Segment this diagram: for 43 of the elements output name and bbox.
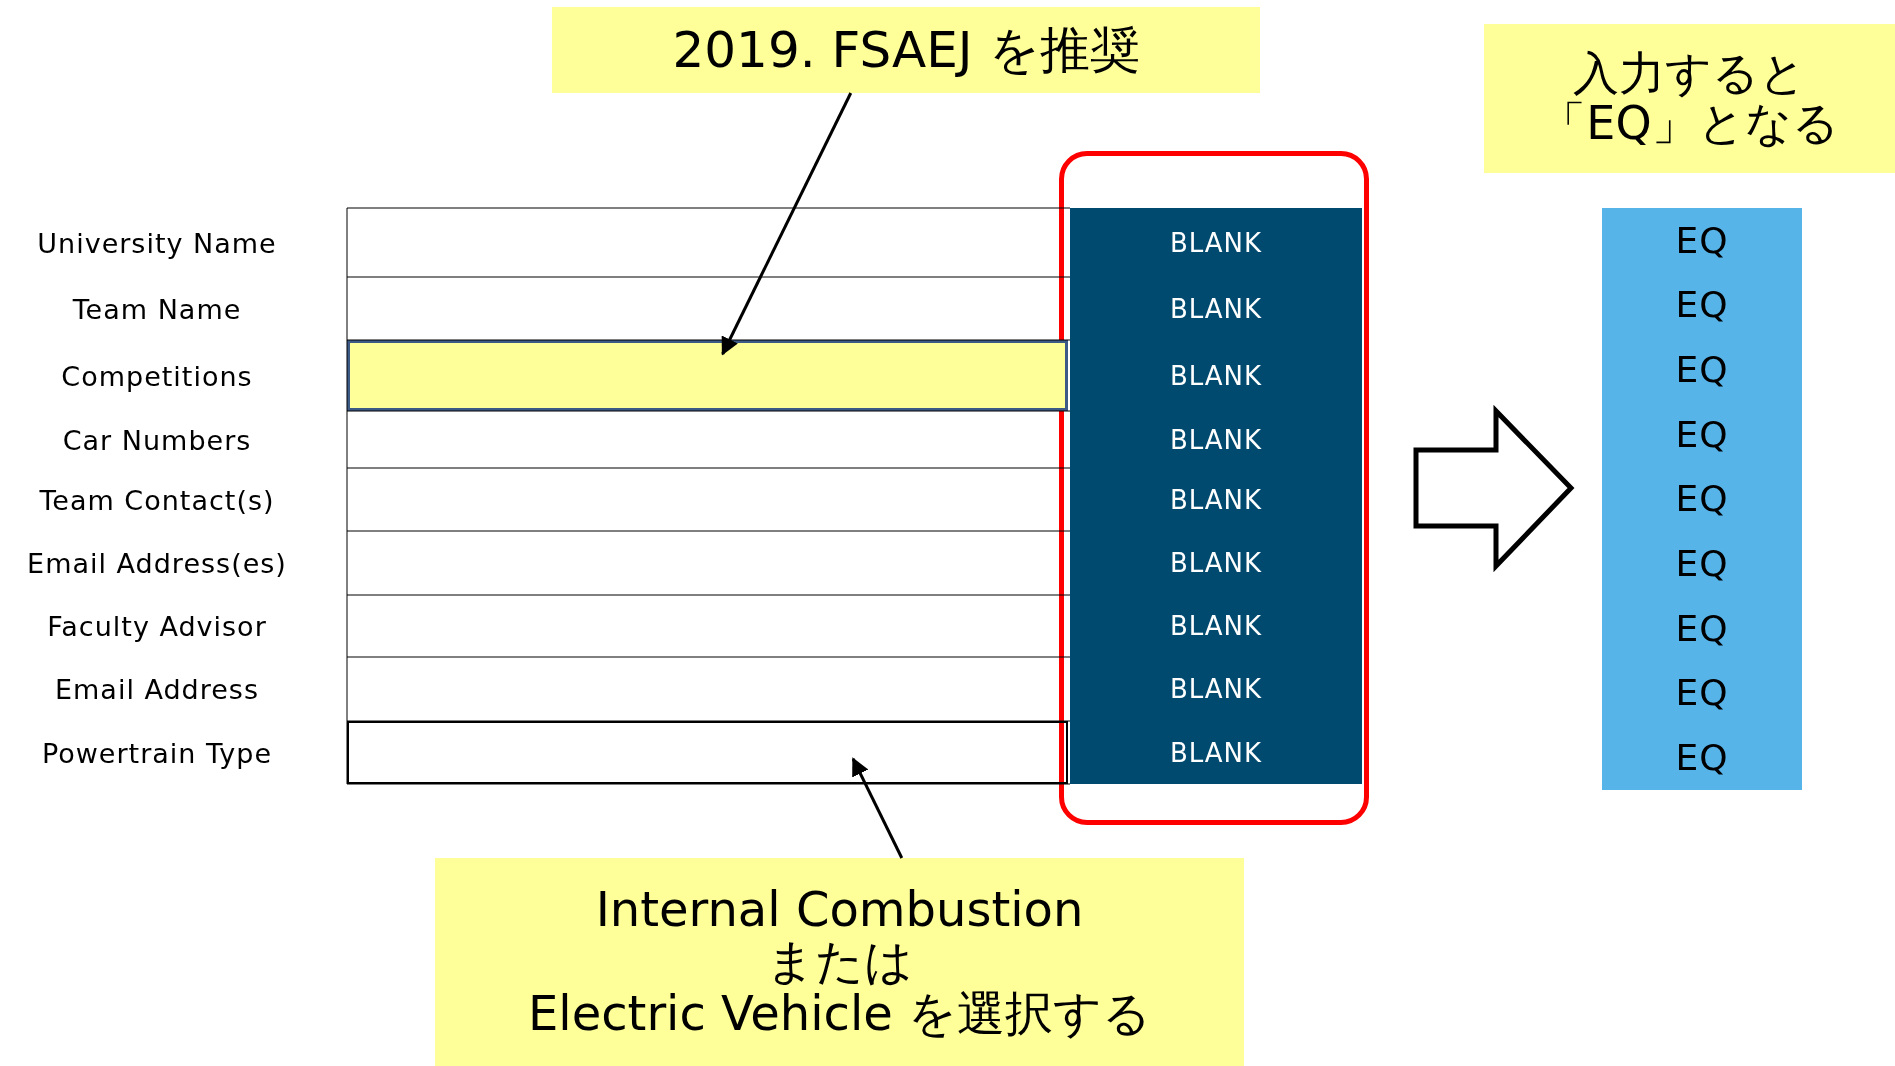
cell-value: EQ bbox=[1675, 478, 1729, 520]
highlighted-cell bbox=[347, 340, 1068, 411]
cell-value: BLANK bbox=[1169, 674, 1263, 704]
highlight-frame bbox=[1059, 151, 1369, 825]
callout-text: 2019. FSAEJ を推奨 bbox=[672, 23, 1140, 77]
field-label: University Name bbox=[36, 227, 278, 258]
field-label: Team Name bbox=[71, 293, 243, 324]
cell-value: EQ bbox=[1675, 607, 1729, 649]
field-label: Faculty Advisor bbox=[46, 610, 268, 642]
field-label: Competitions bbox=[60, 360, 254, 391]
result-column bbox=[1602, 208, 1802, 790]
cell-value: BLANK bbox=[1169, 293, 1263, 324]
callout-text: Electric Vehicle を選択する bbox=[527, 987, 1151, 1040]
value-column bbox=[1070, 208, 1362, 784]
input-cell bbox=[347, 721, 1068, 784]
cell-value: BLANK bbox=[1169, 611, 1263, 641]
cell-value: EQ bbox=[1675, 737, 1729, 779]
callout-box bbox=[1484, 24, 1895, 173]
callout-text: Internal Combustion bbox=[595, 884, 1084, 937]
cell-value: EQ bbox=[1675, 543, 1729, 585]
callout-box bbox=[552, 7, 1260, 93]
block-arrow bbox=[1413, 404, 1575, 573]
field-label: Powertrain Type bbox=[40, 737, 274, 768]
cell-value: BLANK bbox=[1169, 548, 1263, 578]
callout-text: または bbox=[766, 936, 913, 988]
cell-value: BLANK bbox=[1169, 227, 1263, 258]
field-label: Email Address bbox=[54, 673, 260, 705]
cell-value: BLANK bbox=[1169, 484, 1263, 515]
cell-value: BLANK bbox=[1169, 424, 1263, 455]
leader-arrow bbox=[851, 757, 904, 859]
field-label: Email Address(es) bbox=[26, 547, 288, 579]
cell-value: EQ bbox=[1675, 413, 1729, 455]
cell-value: EQ bbox=[1675, 672, 1729, 714]
cell-value: BLANK bbox=[1169, 737, 1263, 768]
cell-value: EQ bbox=[1675, 219, 1729, 261]
callout-box bbox=[435, 858, 1244, 1066]
callout-text: 入力すると「EQ」となる bbox=[1539, 48, 1840, 149]
field-label: Team Contact(s) bbox=[38, 484, 276, 515]
cell-value: BLANK bbox=[1169, 360, 1263, 391]
cell-value: EQ bbox=[1675, 349, 1729, 391]
leader-arrow bbox=[721, 92, 853, 356]
field-label: Car Numbers bbox=[61, 424, 253, 455]
cell-value: EQ bbox=[1675, 284, 1729, 326]
